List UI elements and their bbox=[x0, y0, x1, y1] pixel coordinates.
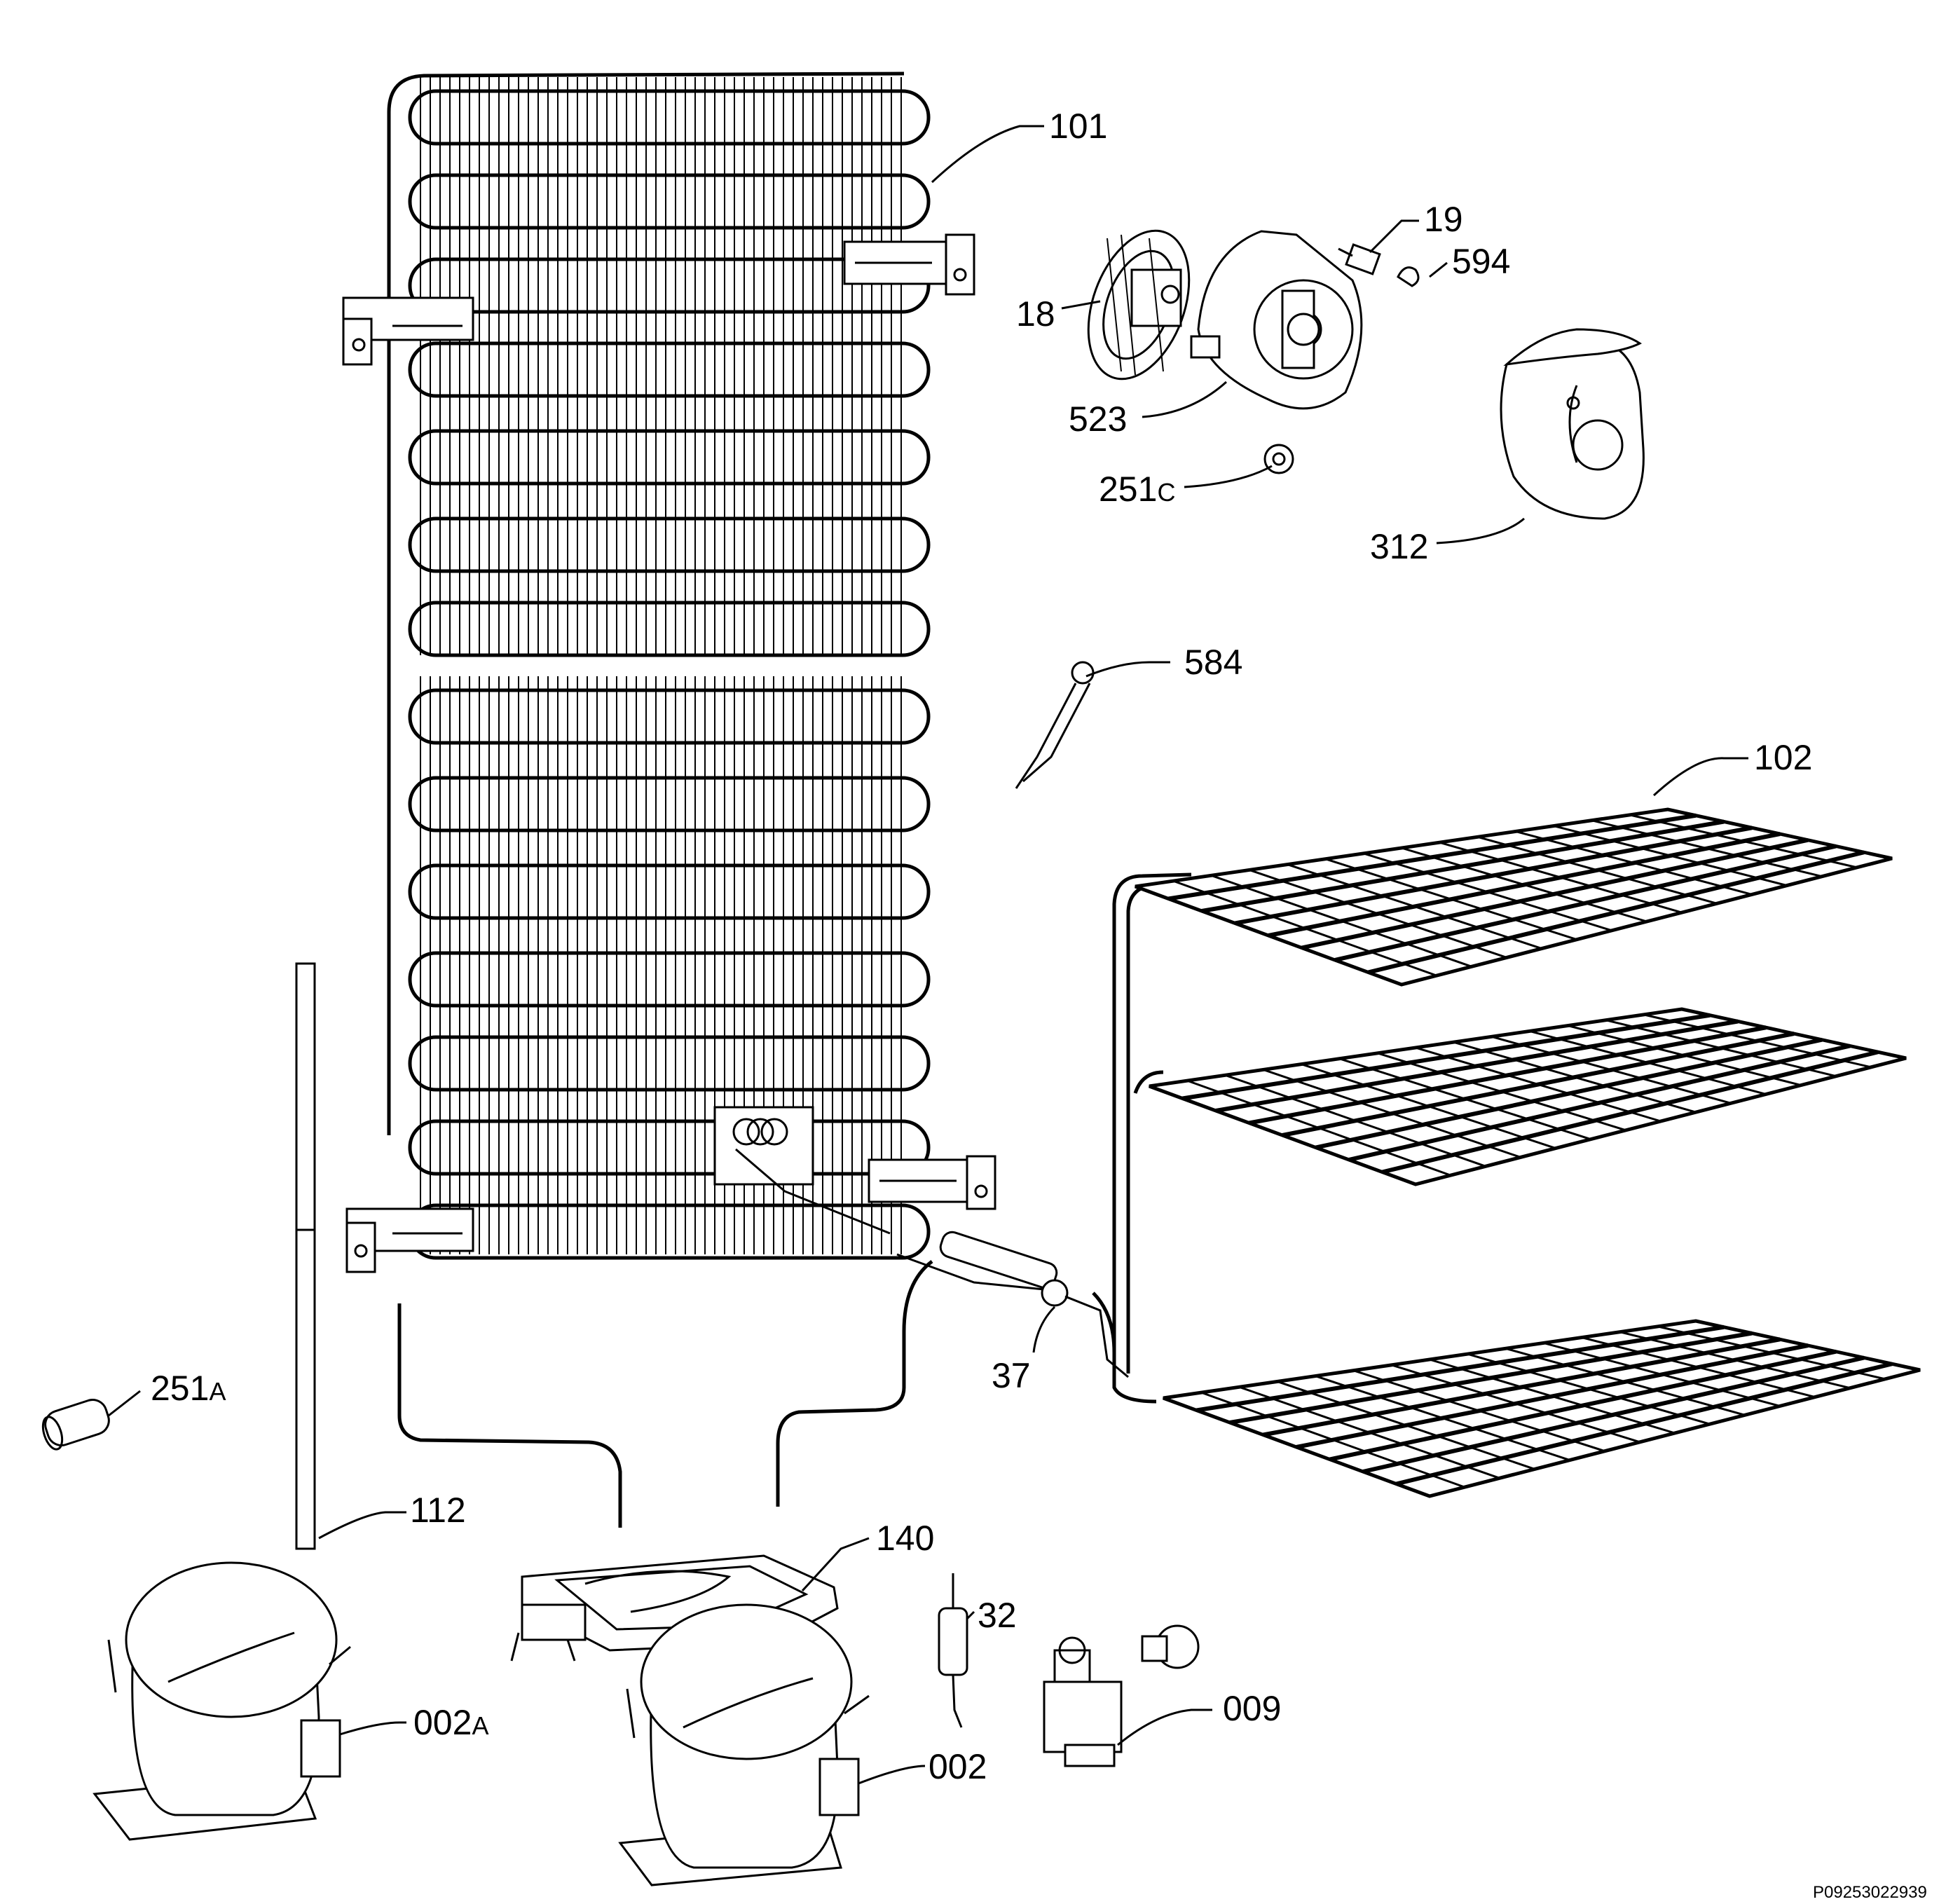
label-002: 002 bbox=[929, 1747, 987, 1786]
tube-112 bbox=[295, 962, 316, 1550]
relay-009 bbox=[1043, 1624, 1200, 1767]
label-112: 112 bbox=[410, 1491, 466, 1530]
leader-lines bbox=[108, 125, 1748, 1785]
condenser-coil bbox=[713, 1106, 1045, 1291]
evaporator-shelf bbox=[1135, 807, 1893, 987]
label-18: 18 bbox=[1016, 294, 1055, 334]
bracket-bottom-right bbox=[868, 1155, 996, 1210]
label-251a-number: 251 bbox=[151, 1369, 209, 1408]
label-102: 102 bbox=[1754, 738, 1812, 777]
label-140: 140 bbox=[876, 1519, 934, 1558]
label-312: 312 bbox=[1370, 527, 1428, 566]
sleeve-251a bbox=[41, 1399, 110, 1451]
label-251c-suffix: C bbox=[1157, 478, 1175, 507]
fan-blade-18 bbox=[1087, 229, 1191, 381]
label-32: 32 bbox=[978, 1596, 1017, 1635]
label-251c: 251C bbox=[1099, 470, 1175, 509]
fan-cover-312 bbox=[1500, 328, 1645, 520]
bracket-top-left bbox=[342, 296, 474, 366]
evaporator-102 bbox=[1092, 807, 1921, 1498]
label-37: 37 bbox=[992, 1356, 1031, 1395]
drawing-code: P09253022939 bbox=[1813, 1883, 1927, 1902]
evaporator-shelf bbox=[1163, 1319, 1921, 1498]
compressor-002a bbox=[93, 1561, 351, 1841]
bracket-bottom-left bbox=[345, 1207, 474, 1273]
label-584: 584 bbox=[1184, 643, 1242, 682]
label-009: 009 bbox=[1223, 1689, 1281, 1728]
label-251c-number: 251 bbox=[1099, 470, 1157, 509]
label-251a: 251A bbox=[151, 1369, 226, 1408]
label-002a-number: 002 bbox=[413, 1703, 472, 1742]
label-19: 19 bbox=[1424, 200, 1463, 239]
label-101: 101 bbox=[1049, 107, 1107, 146]
label-002a-suffix: A bbox=[472, 1711, 488, 1740]
label-523: 523 bbox=[1069, 399, 1127, 439]
compressor-002 bbox=[618, 1603, 870, 1886]
label-002a: 002A bbox=[413, 1703, 488, 1742]
condenser-101 bbox=[342, 71, 1045, 1528]
capacitor-32 bbox=[938, 1573, 968, 1728]
drier-filter-37 bbox=[939, 1231, 1129, 1378]
label-251a-suffix: A bbox=[209, 1377, 226, 1406]
part-labels: 101 19 594 18 523 251C 312 584 102 37 25… bbox=[151, 107, 1812, 1786]
label-594: 594 bbox=[1452, 242, 1510, 281]
bracket-top-right bbox=[843, 233, 975, 296]
gear-251c bbox=[1263, 444, 1294, 474]
fan-housing-523 bbox=[1190, 230, 1363, 410]
nut-594 bbox=[1397, 266, 1420, 287]
evaporator-shelf bbox=[1149, 1007, 1907, 1186]
sensor-584 bbox=[1015, 661, 1095, 789]
